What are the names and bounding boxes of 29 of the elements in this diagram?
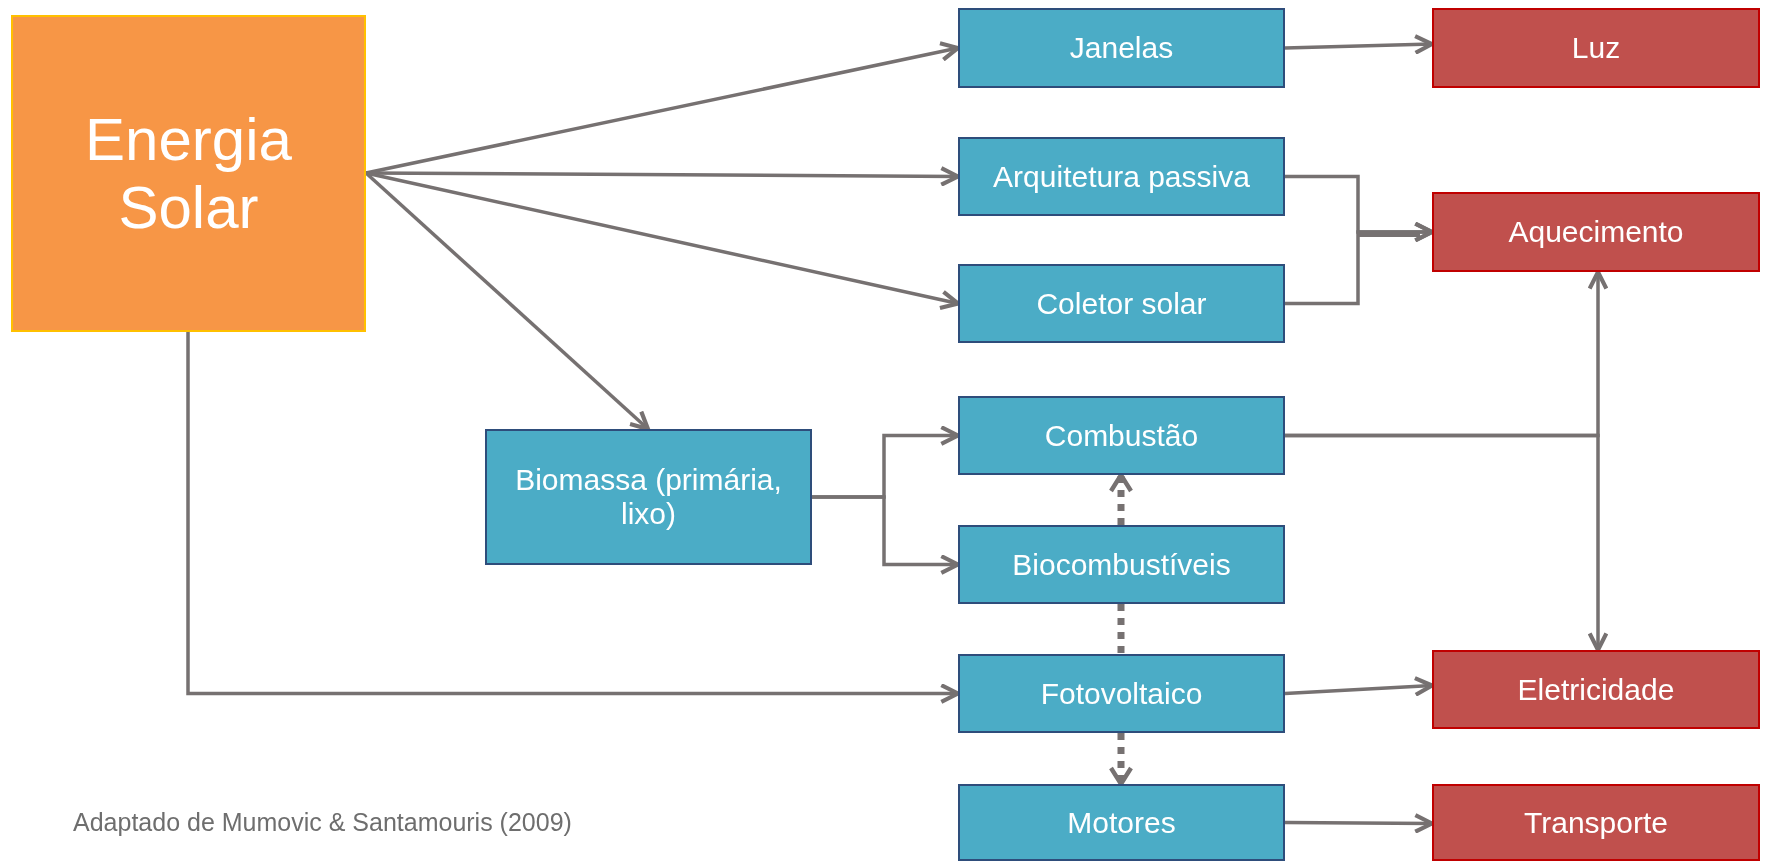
process-box xyxy=(958,264,1285,343)
node-label: Luz xyxy=(1571,31,1621,65)
process-box xyxy=(958,396,1285,475)
source-caption: Adaptado de Mumovic & Santamouris (2009) xyxy=(73,808,572,837)
use-box xyxy=(1432,192,1760,272)
process-box xyxy=(958,525,1285,604)
node-label: Coletor solar xyxy=(1036,286,1207,321)
node-label: Biocombustíveis xyxy=(1012,547,1231,582)
node-label: Aquecimento xyxy=(1508,215,1684,249)
dotted-arrow xyxy=(1108,733,1134,787)
node-label: Energia Solar xyxy=(84,106,293,241)
source-box xyxy=(11,15,366,332)
node-label: Arquitetura passiva xyxy=(993,159,1250,194)
use-box xyxy=(1432,784,1760,861)
process-box xyxy=(958,8,1285,88)
node-label: Combustão xyxy=(1044,418,1199,453)
node-label: Biomassa (primária, lixo) xyxy=(514,463,783,531)
node-label: Transporte xyxy=(1524,805,1668,840)
node-label: Janelas xyxy=(1069,31,1174,65)
node-label: Fotovoltaico xyxy=(1040,676,1203,711)
node-label: Motores xyxy=(1067,805,1176,840)
use-box xyxy=(1432,650,1760,729)
use-box xyxy=(1432,8,1760,88)
process-box xyxy=(958,137,1285,216)
process-box xyxy=(485,429,812,565)
process-box xyxy=(958,784,1285,861)
arrow xyxy=(1285,433,1609,653)
process-box xyxy=(958,654,1285,733)
node-label: Eletricidade xyxy=(1517,672,1675,707)
